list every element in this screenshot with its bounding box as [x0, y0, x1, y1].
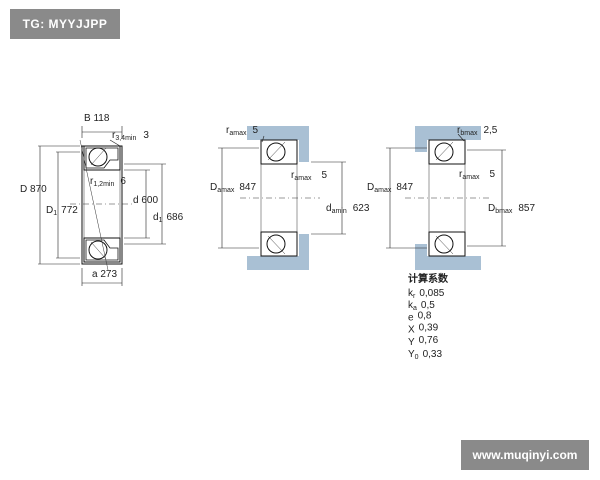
watermark-bottom: www.muqinyi.com: [461, 440, 589, 470]
bearing-upper-section: [83, 145, 121, 171]
label-a: a 273: [92, 269, 117, 280]
label-d: d 600: [133, 195, 158, 206]
watermark-top: TG: MYYJJPP: [10, 9, 120, 39]
label-B: B 118: [84, 113, 110, 124]
factors-title: 计算系数: [408, 272, 449, 285]
bearing-section: [70, 139, 134, 271]
dimensions-1: [38, 126, 166, 286]
mounting-drawing-2: [218, 126, 346, 270]
label-D: D 870: [20, 184, 47, 195]
mounting-drawing-3: [386, 126, 506, 270]
